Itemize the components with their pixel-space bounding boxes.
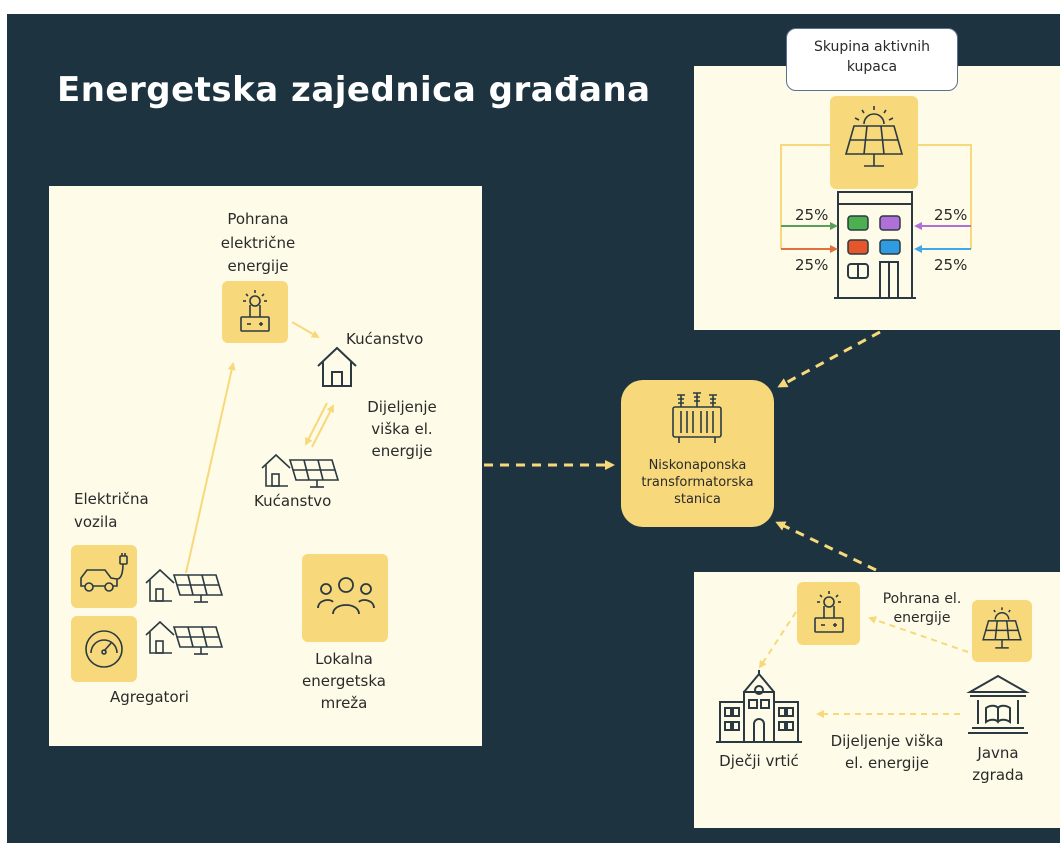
arrow-sharing-up bbox=[311, 404, 334, 448]
public-building-label-1: Javna bbox=[977, 744, 1019, 762]
local-grid-label-1: Lokalna bbox=[315, 650, 373, 668]
arrow-sharing-down bbox=[305, 402, 328, 446]
share-label-bottom-left: 25% bbox=[795, 256, 829, 274]
solar-battery-icon bbox=[240, 290, 270, 332]
share-label-top-left: 25% bbox=[795, 206, 829, 224]
gauge-icon bbox=[85, 630, 123, 668]
hub-label-2: transformatorska bbox=[641, 475, 754, 490]
apartment-building-icon bbox=[834, 191, 916, 299]
gauge-tile bbox=[71, 616, 137, 682]
local-grid-label-3: mreža bbox=[320, 694, 368, 712]
share-label-bottom-right: 25% bbox=[934, 256, 968, 274]
solar-feed-left bbox=[780, 144, 830, 249]
storage-label-2: električne bbox=[220, 234, 296, 252]
solar-feed-right bbox=[918, 144, 972, 249]
public-building-label-2: zgrada bbox=[972, 766, 1024, 784]
solar-panel-icon bbox=[844, 106, 904, 167]
small-storage-label-1: Pohrana el. bbox=[882, 591, 962, 607]
arrow-bottomright-to-hub bbox=[775, 521, 877, 572]
solar-tile bbox=[830, 96, 918, 189]
local-grid-label-2: energetska bbox=[302, 672, 386, 690]
ev-label-2: vozila bbox=[74, 513, 118, 531]
storage-label-1: Pohrana bbox=[227, 210, 289, 228]
small-sharing-label-1: Dijeljenje viška bbox=[830, 732, 944, 750]
household-bottom-label: Kućanstvo bbox=[254, 492, 332, 510]
transformer-icon bbox=[672, 392, 722, 443]
share-label-top-right: 25% bbox=[934, 206, 968, 224]
solar-panel-icon bbox=[982, 607, 1022, 649]
house-with-solar-icon bbox=[261, 453, 340, 488]
sharing-label-3: energije bbox=[371, 442, 433, 460]
solar-battery-icon bbox=[814, 591, 844, 633]
house-with-solar-icon bbox=[145, 620, 224, 655]
household-top-label: Kućanstvo bbox=[346, 330, 424, 348]
storage-label-3: energije bbox=[227, 257, 289, 275]
house-icon bbox=[317, 346, 357, 387]
small-storage-label-2: energije bbox=[893, 610, 951, 626]
electric-car-icon bbox=[80, 553, 128, 592]
ev-label-1: Električna bbox=[74, 490, 149, 508]
hub-label-3: stanica bbox=[674, 492, 721, 507]
unit-green bbox=[847, 215, 869, 231]
sharing-label-1: Dijeljenje bbox=[367, 398, 437, 416]
public-building-icon bbox=[966, 674, 1030, 734]
active-customers-callout bbox=[786, 28, 958, 91]
kindergarten-icon bbox=[716, 670, 802, 743]
community-tile bbox=[302, 554, 388, 642]
hub-label-1: Niskonaponska bbox=[648, 458, 747, 473]
aggregators-label: Agregatori bbox=[110, 688, 189, 706]
unit-red bbox=[847, 239, 869, 255]
callout-label-2: kupaca bbox=[846, 59, 898, 75]
community-icon bbox=[317, 577, 375, 615]
arrow-topright-to-hub bbox=[777, 330, 881, 388]
house-with-solar-icon bbox=[145, 568, 224, 603]
arrow-storage-to-house bbox=[291, 321, 320, 338]
kindergarten-label: Dječji vrtić bbox=[719, 752, 799, 770]
page-title: Energetska zajednica građana bbox=[57, 70, 651, 110]
small-sharing-label-2: el. energije bbox=[845, 754, 929, 772]
arrow-aggregator-to-storage bbox=[185, 362, 236, 574]
callout-label-1: Skupina aktivnih bbox=[813, 39, 931, 55]
sharing-label-2: viška el. bbox=[371, 420, 433, 438]
unit-purple bbox=[879, 215, 901, 231]
unit-blue bbox=[879, 239, 901, 255]
